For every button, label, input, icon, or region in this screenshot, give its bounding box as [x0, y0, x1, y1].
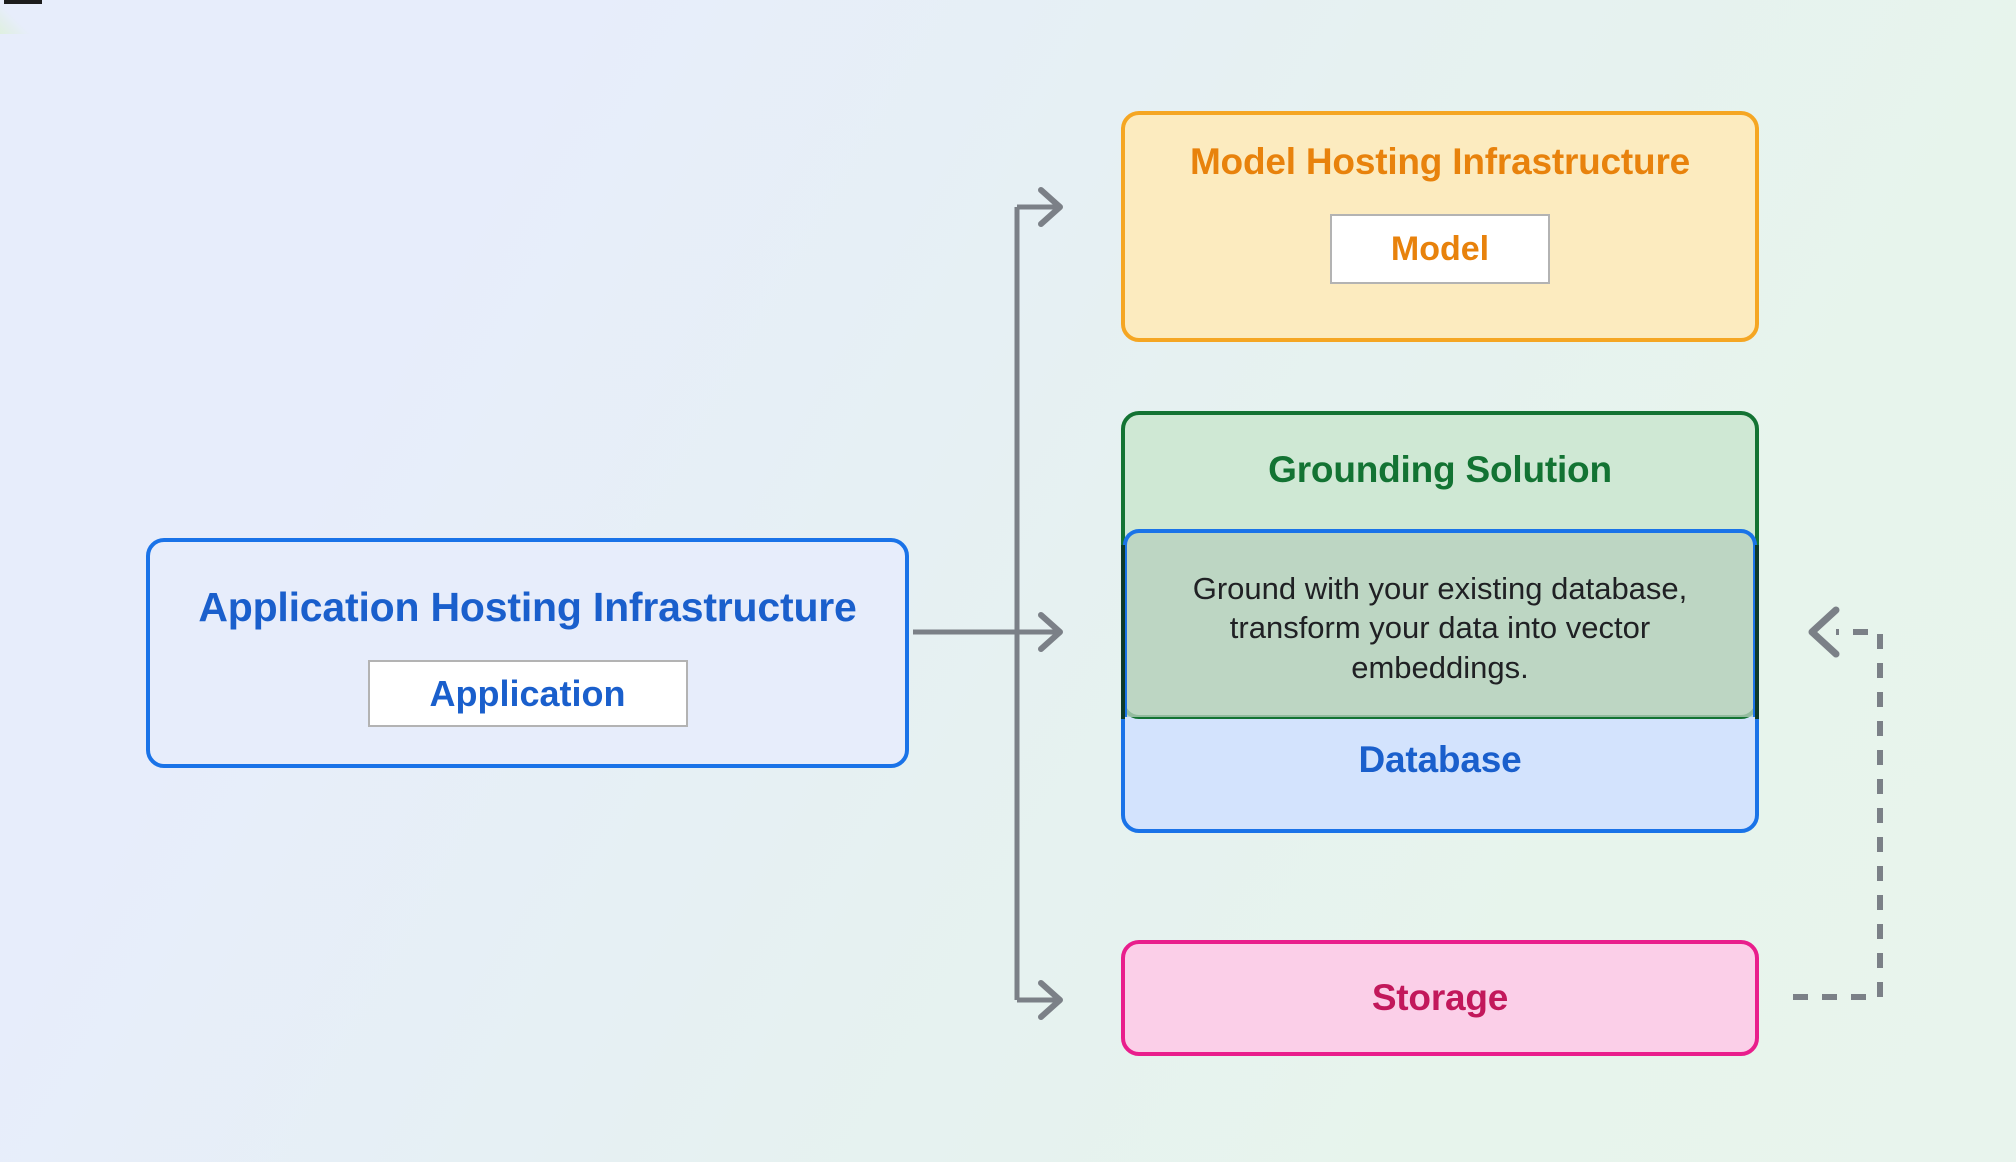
intersection-seam-left — [1121, 545, 1125, 719]
intersection-seam-right — [1755, 545, 1759, 719]
application-chip[interactable]: Application — [367, 660, 688, 727]
node-model-hosting-infrastructure[interactable]: Model Hosting Infrastructure Model — [1121, 111, 1759, 342]
database-title: Database — [1358, 739, 1522, 780]
intersection-description: Ground with your existing database, tran… — [1192, 571, 1688, 685]
grounding-database-intersection: Ground with your existing database, tran… — [1123, 529, 1757, 717]
corner-marker-bar — [4, 0, 42, 4]
connector-storage-to-database-dashed — [1793, 629, 1883, 1000]
arrowhead-model-hosting-icon — [1038, 187, 1063, 227]
arrowhead-grounding-icon — [1038, 612, 1063, 652]
application-hosting-title: Application Hosting Infrastructure — [198, 584, 857, 630]
corner-tint — [0, 0, 34, 34]
model-chip[interactable]: Model — [1330, 214, 1550, 284]
node-application-hosting-infrastructure[interactable]: Application Hosting Infrastructure Appli… — [146, 538, 909, 768]
storage-title: Storage — [1371, 977, 1509, 1018]
model-hosting-title: Model Hosting Infrastructure — [1189, 141, 1691, 182]
grounding-solution-title: Grounding Solution — [1268, 449, 1612, 490]
node-storage[interactable]: Storage — [1121, 940, 1759, 1056]
arrowhead-database-return-icon — [1808, 606, 1840, 658]
arrowhead-storage-icon — [1038, 980, 1063, 1020]
